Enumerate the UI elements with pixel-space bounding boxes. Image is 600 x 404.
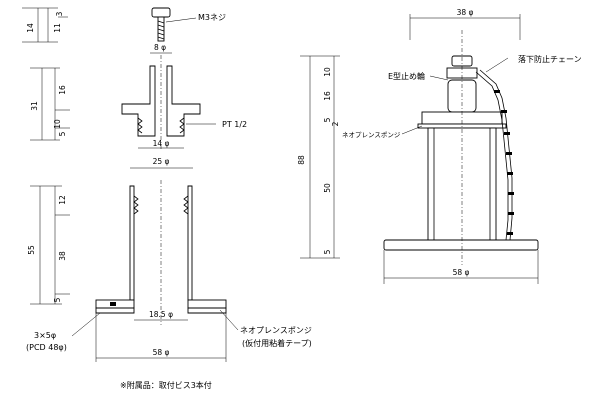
label-e-ring: E型止め輪 — [388, 71, 425, 81]
pt-fitting-part: 8 φ PT 1/2 14 φ 25 φ — [121, 43, 247, 169]
dim-50-right: 50 — [323, 183, 332, 193]
dim-55: 55 — [27, 245, 36, 255]
dim-16-left: 16 — [58, 85, 67, 95]
dim-5-left-bottom: 5 — [53, 297, 62, 302]
label-chain: 落下防止チェーン — [518, 54, 582, 64]
dim-2-right: 2 — [331, 121, 340, 126]
dim-5-right-top: 5 — [323, 117, 332, 122]
accessory-note: ※附属品：取付ビス3本付 — [120, 380, 212, 390]
dim-5-right-bottom: 5 — [323, 249, 332, 254]
dim-58-phi-right: 58 φ — [453, 268, 470, 277]
dim-58-phi-left: 58 φ — [153, 348, 170, 357]
label-neoprene-sponge: ネオプレンスポンジ — [240, 326, 312, 335]
label-holes: 3×5φ — [34, 331, 56, 340]
dim-5-left-top: 5 — [58, 131, 67, 136]
dim-88: 88 — [297, 155, 306, 165]
dim-31: 31 — [30, 101, 39, 111]
label-pcd: (PCD 48φ) — [26, 343, 67, 352]
bracket-part: 18.5 φ 58 φ 3×5φ (PCD 48φ) ネオプレンスポンジ (仮付… — [26, 180, 312, 362]
label-m3-screw: M3ネジ — [198, 13, 226, 22]
dim-18-5-phi: 18.5 φ — [149, 310, 173, 319]
assembled-view: 38 φ 落下防止チェーン E型止め輪 ネオプレンスポンジ — [297, 8, 582, 284]
screw-part: M3ネジ — [151, 7, 226, 42]
dim-11: 11 — [53, 23, 62, 33]
dim-10-left: 10 — [53, 119, 62, 129]
dim-38: 38 — [58, 251, 67, 261]
dim-16-right: 16 — [323, 91, 332, 101]
label-adhesive-tape: (仮付用粘着テープ) — [242, 338, 312, 348]
dim-14-phi: 14 φ — [153, 139, 170, 148]
dim-8-phi: 8 φ — [154, 43, 166, 52]
dim-3: 3 — [55, 11, 64, 16]
dim-14: 14 — [26, 23, 35, 33]
dim-10-right: 10 — [323, 67, 332, 77]
left-vertical-dimensions: 14 11 3 31 16 10 5 55 12 38 5 — [22, 7, 70, 305]
dim-25-phi: 25 φ — [153, 157, 170, 166]
dim-12: 12 — [58, 195, 67, 205]
dim-38-phi-right: 38 φ — [457, 8, 474, 17]
label-pt-thread: PT 1/2 — [222, 120, 247, 129]
label-neoprene-sponge-small: ネオプレンスポンジ — [342, 131, 401, 139]
chain — [475, 69, 514, 241]
